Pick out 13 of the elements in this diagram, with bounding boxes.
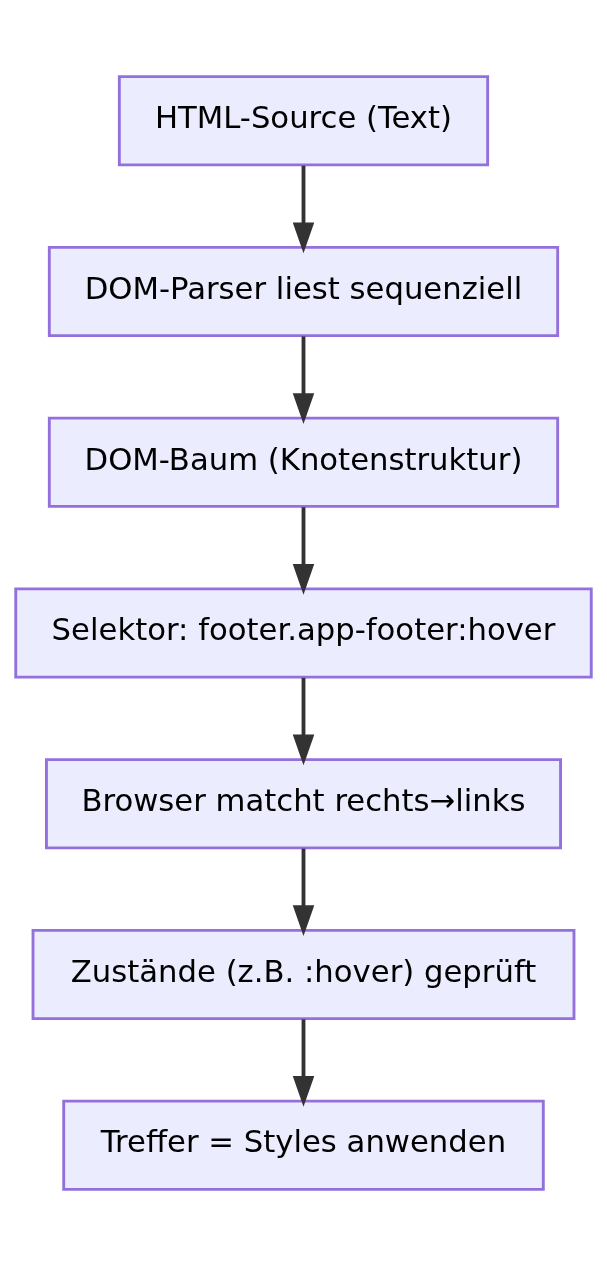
node-box: Treffer = Styles anwenden [62, 1099, 545, 1191]
node-box: Browser matcht rechts→links [45, 758, 562, 850]
node-box: Selektor: footer.app-footer:hover [14, 587, 593, 679]
arrow [292, 165, 315, 254]
arrow [292, 848, 315, 937]
arrow [292, 336, 315, 424]
node-box: Zustände (z.B. :hover) geprüft [31, 928, 576, 1021]
arrow [292, 1019, 315, 1107]
arrow [292, 507, 315, 595]
arrow [292, 677, 315, 766]
node-box: HTML-Source (Text) [117, 75, 490, 167]
node-box: DOM-Baum (Knotenstruktur) [47, 416, 560, 508]
node-box: DOM-Parser liest sequenziell [47, 245, 560, 338]
